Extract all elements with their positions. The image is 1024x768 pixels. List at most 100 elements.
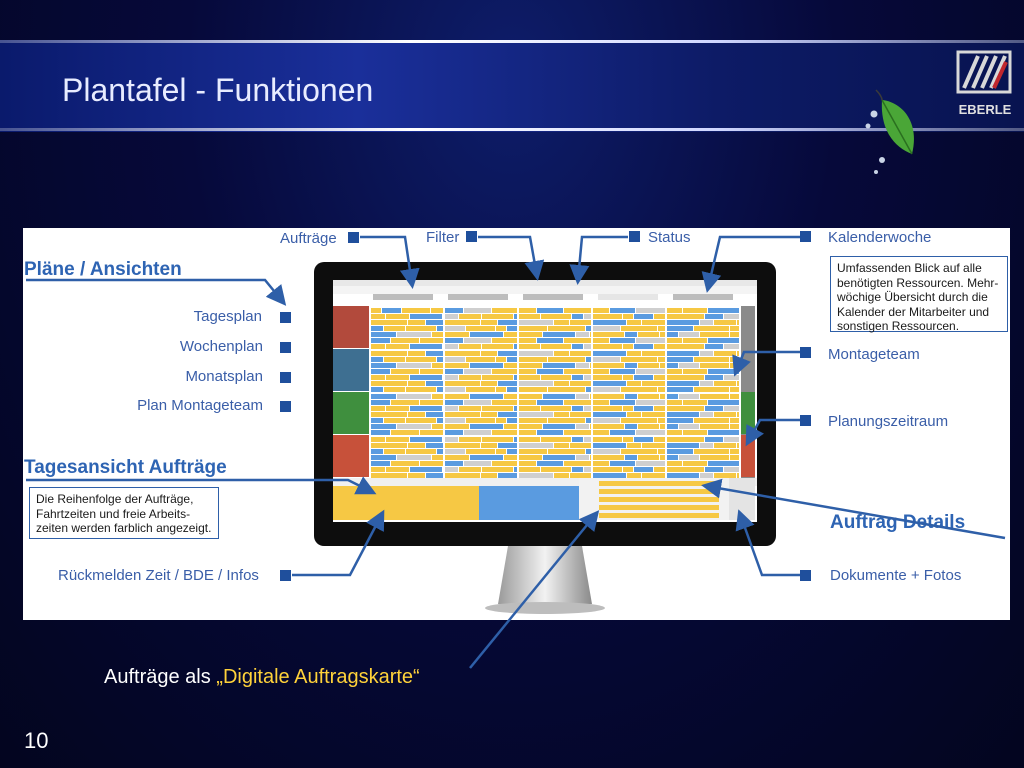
plan-cell [445, 344, 458, 349]
heading-plaene-ansichten: Pläne / Ansichten [24, 259, 182, 280]
plan-cell [519, 400, 536, 405]
plan-cell [371, 461, 390, 466]
plan-cell [504, 332, 517, 337]
plan-cell [586, 418, 591, 423]
plan-cell [730, 394, 739, 399]
plan-cell [519, 314, 540, 319]
plan-cell [371, 369, 390, 374]
plan-cell [623, 344, 633, 349]
plan-cell [667, 467, 704, 472]
plan-cell [498, 412, 517, 417]
plan-cell [492, 369, 517, 374]
plan-cell [683, 338, 707, 343]
plan-cell [514, 344, 517, 349]
plan-cell [584, 467, 591, 472]
caption-highlight: „Digitale Auftragskarte“ [216, 666, 420, 688]
plan-cell [420, 461, 443, 466]
callout-filter: Filter [426, 229, 460, 246]
plan-cell [576, 455, 589, 460]
plan-cell [621, 449, 657, 454]
plan-cell [705, 467, 723, 472]
plan-cell [445, 351, 480, 356]
plan-cell [623, 467, 633, 472]
plan-cell [586, 387, 591, 392]
plan-cell [410, 406, 442, 411]
marker-status [629, 231, 640, 242]
note-kalenderwoche: Umfassenden Blick auf alle benötigten Re… [830, 256, 1008, 333]
plan-cell [627, 351, 641, 356]
plan-cell [397, 424, 431, 429]
plan-cell [437, 449, 443, 454]
plan-cell [642, 351, 665, 356]
plan-cell [514, 375, 517, 380]
plan-cell [445, 449, 465, 454]
marker-montageteam [800, 347, 811, 358]
plan-cell [498, 320, 517, 325]
plan-cell [519, 332, 542, 337]
plan-cell [371, 326, 383, 331]
plan-cell [667, 363, 678, 368]
plan-cell [408, 351, 425, 356]
plan-cell [572, 406, 583, 411]
plan-cell [391, 400, 419, 405]
plan-cell [408, 320, 425, 325]
plan-cell [554, 351, 569, 356]
plan-cell [543, 332, 575, 337]
plan-cell [445, 430, 463, 435]
plan-cell [654, 314, 665, 319]
plan-cell [519, 369, 536, 374]
plan-cell [406, 357, 436, 362]
callout-plan-montageteam: Plan Montageteam [137, 397, 263, 414]
plan-cell [730, 387, 739, 392]
plan-cell [667, 412, 699, 417]
plan-cell [667, 430, 682, 435]
plan-cell [621, 326, 657, 331]
plan-cell [410, 375, 442, 380]
plan-cell [431, 308, 443, 313]
plan-cell [660, 363, 665, 368]
plan-cell [593, 369, 609, 374]
plan-cell [623, 314, 633, 319]
plan-cell [541, 375, 571, 380]
plan-cell [570, 443, 591, 448]
plan-cell [541, 314, 571, 319]
plan-cell [683, 430, 707, 435]
plan-cell [537, 338, 563, 343]
plan-cell [708, 308, 739, 313]
header-top-line [0, 40, 1024, 43]
plan-cell [519, 375, 540, 380]
plan-cell [694, 326, 729, 331]
plan-cell [627, 412, 641, 417]
plan-cell [554, 381, 569, 386]
plan-cell [610, 338, 635, 343]
plan-cell [593, 338, 609, 343]
plan-cell [519, 473, 553, 478]
plan-cell [593, 424, 624, 429]
plan-cell [371, 424, 396, 429]
plan-cell [658, 449, 665, 454]
plan-cell [482, 344, 513, 349]
plan-cell [548, 418, 585, 423]
plan-cell [507, 357, 517, 362]
marker-dokumente-fotos [800, 570, 811, 581]
header-bottom-line [0, 128, 1024, 131]
plan-cell [576, 332, 589, 337]
plan-cell [658, 387, 665, 392]
plan-cell [564, 400, 591, 405]
plan-cell [554, 320, 569, 325]
header-band [0, 40, 1024, 132]
plan-cell [386, 437, 409, 442]
plan-cell [593, 443, 626, 448]
plan-cell [464, 400, 491, 405]
plan-cell [700, 332, 729, 337]
plan-cell [445, 443, 480, 448]
caption-prefix: Aufträge als [104, 666, 217, 688]
plan-cell [470, 363, 503, 368]
plan-cell [667, 400, 682, 405]
plan-cell [636, 400, 665, 405]
plan-cell [593, 449, 620, 454]
plan-cell [504, 455, 517, 460]
plan-cell [507, 418, 517, 423]
plan-cell [570, 381, 591, 386]
plan-cell [408, 381, 425, 386]
